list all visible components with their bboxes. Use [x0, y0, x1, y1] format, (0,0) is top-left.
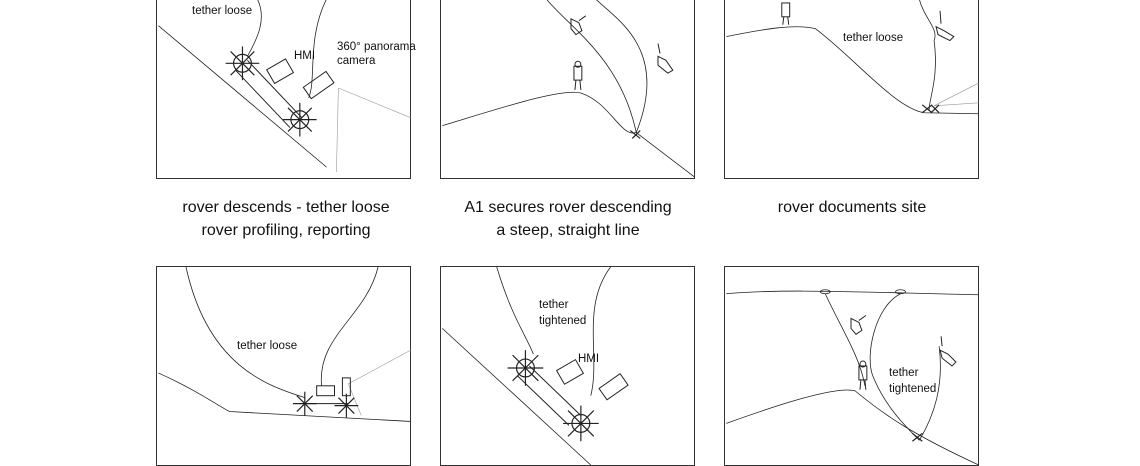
diver-figure: [570, 15, 587, 36]
tether-loose-label: tether loose: [843, 32, 904, 44]
caption-line: a steep, straight line: [496, 222, 640, 239]
tether-label-line1: tether: [539, 299, 569, 311]
camera-label-line2: camera: [337, 55, 376, 67]
terrain-rock: [819, 289, 831, 295]
rover-frame: [517, 358, 629, 426]
terrain-cave-wall: [546, 0, 637, 133]
astronaut-figure: [858, 360, 868, 390]
tether-line: [185, 266, 305, 399]
hmi-label: HMI: [294, 50, 316, 62]
panel-tether-tightened-ascent: tether tightened: [724, 266, 979, 466]
terrain-slope: [158, 372, 411, 422]
tether-line: [928, 40, 936, 110]
terrain-slope: [442, 91, 695, 178]
camera-view-ray: [338, 87, 411, 118]
tether-line: [596, 0, 648, 133]
tether-line: [918, 346, 941, 441]
panel-5-drawing: [442, 266, 629, 466]
rover-frame: [306, 377, 351, 405]
caption-line: rover documents site: [777, 199, 927, 216]
terrain-cave-wall: [321, 266, 379, 386]
panel-6-drawing: [726, 289, 979, 466]
diver-figure: [657, 43, 674, 74]
diver-figure: [939, 336, 957, 367]
panel-rover-at-site: tether loose: [156, 266, 411, 466]
caption-a1-secures: A1 secures rover descending a steep, str…: [418, 196, 718, 242]
diver-figure: [935, 10, 955, 42]
terrain-rock: [895, 289, 906, 295]
camera-view-ray: [348, 349, 411, 385]
tether-label-line2: tightened: [539, 315, 587, 327]
camera-label-line1: 360° panorama: [337, 41, 416, 53]
panel-3-drawing: [726, 0, 979, 115]
rover-wheel-star: [225, 46, 260, 81]
rover-frame: [235, 58, 335, 128]
rover-wheel-star: [563, 405, 599, 442]
tether-line: [496, 266, 534, 355]
panel-2-drawing: [442, 0, 695, 178]
terrain-slope: [158, 25, 327, 168]
terrain-cave-wall: [590, 266, 611, 396]
caption-line: rover descends - tether loose: [182, 199, 390, 216]
tether-label-line1: tether: [889, 367, 919, 379]
panel-4-drawing: [158, 266, 411, 422]
tether-line: [869, 293, 920, 441]
terrain-cave-wall: [824, 293, 866, 386]
rover-small: [912, 432, 923, 442]
panel-a1-secures-rover: [440, 0, 695, 179]
rover-small: [921, 104, 940, 114]
caption-line: A1 secures rover descending: [464, 199, 672, 216]
terrain-cave-wall: [308, 0, 327, 99]
terrain-slope: [442, 328, 592, 466]
caption-line: rover profiling, reporting: [201, 222, 371, 239]
terrain-cave-wall: [919, 0, 936, 41]
rover-wheel-star: [507, 350, 544, 386]
terrain-slope: [726, 389, 979, 466]
tether-label-line2: tightened: [889, 383, 937, 395]
hmi-label: HMI: [578, 353, 600, 365]
panel-tether-tightened-rover: tether tightened HMI: [440, 266, 695, 466]
rover-small: [629, 130, 641, 139]
rover-wheel-star: [292, 391, 317, 416]
terrain-slope: [726, 26, 979, 115]
astronaut-figure: [573, 60, 583, 91]
panel-rover-documents-site: tether loose: [724, 0, 979, 179]
tether-loose-label: tether loose: [192, 5, 253, 17]
rover-wheel-star: [334, 393, 359, 418]
caption-rover-documents: rover documents site: [702, 196, 1002, 219]
camera-view-ray: [933, 82, 979, 107]
panel-rover-descends: tether loose HMI 360° panorama camera: [156, 0, 416, 179]
tether-loose-label: tether loose: [237, 340, 298, 352]
terrain-ceiling: [726, 290, 979, 296]
panel-1-drawing: [158, 0, 411, 173]
rover-wheel-star: [283, 102, 317, 137]
camera-view-ray: [934, 102, 979, 107]
tether-line: [247, 0, 262, 57]
caption-rover-descends: rover descends - tether loose rover prof…: [136, 196, 436, 242]
astronaut-figure: [781, 2, 791, 25]
diver-figure: [850, 315, 867, 335]
camera-view-ray: [336, 87, 339, 173]
